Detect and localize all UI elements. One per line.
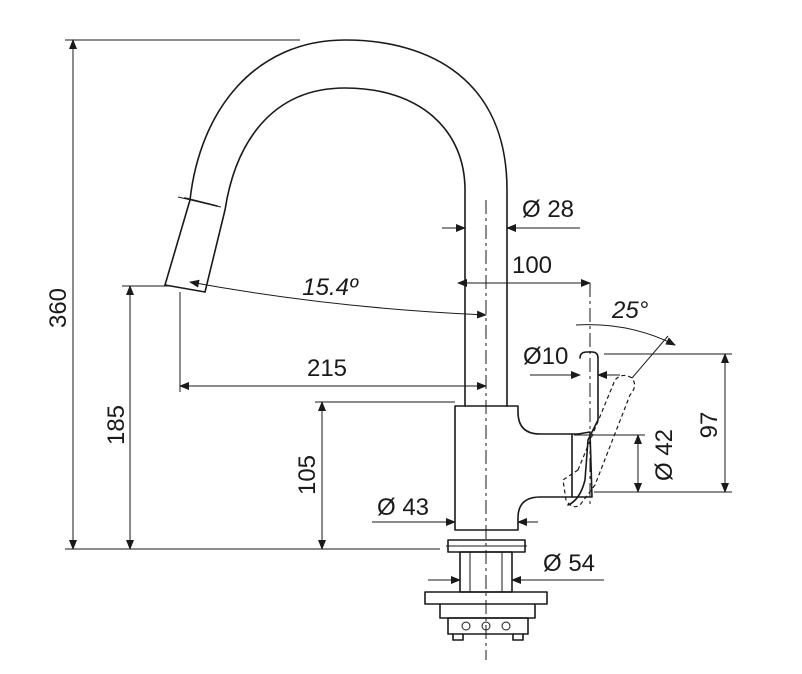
dim-body-diameter: Ø 43 [372,494,538,526]
dim-lever-height-label: 97 [696,412,723,439]
dim-lever-angle: 25° [575,297,676,379]
mounting-hole-3 [501,621,511,631]
dim-spout-height: 185 [103,285,170,550]
dim-reach-label: 215 [307,355,347,382]
lever [567,351,599,506]
dim-lever-diameter-label: Ø10 [523,343,568,370]
mounting-bracket [439,603,536,619]
spray-head-line [177,196,222,208]
faucet-body [454,405,573,531]
dim-base-diameter-label: Ø 54 [543,550,595,577]
dim-reach: 215 [179,292,487,392]
dim-spout-angle-label: 15.4º [302,274,359,301]
hose-left [452,633,464,641]
dim-body-height-label: 105 [294,455,321,495]
dim-lever-offset: 100 [457,252,591,287]
dim-lever-base-diameter-label: Ø 42 [651,429,678,481]
dim-lever-base-diameter: Ø 42 [574,429,678,493]
dim-base-diameter: Ø 54 [428,550,604,584]
dim-lever-angle-label: 25° [611,297,649,324]
dim-lever-diameter: Ø10 [523,343,620,379]
dim-spout-diameter-label: Ø 28 [522,196,574,223]
spout-inner [204,87,466,407]
dim-spout-height-label: 185 [103,405,130,445]
dim-spout-diameter: Ø 28 [442,196,580,232]
mounting-nut [447,617,529,635]
mounting-hole-1 [461,621,471,631]
dim-total-height-label: 360 [45,288,72,328]
dim-lever-height: 97 [594,353,732,493]
spout-outer [164,39,508,407]
dim-body-diameter-label: Ø 43 [377,494,429,521]
hose-right [512,633,524,641]
dim-total-height: 360 [45,39,440,550]
dim-spout-angle: 15.4º [189,274,487,319]
dim-lever-offset-label: 100 [512,252,552,279]
dim-body-height: 105 [294,401,455,550]
lever-alt-position [562,374,636,508]
